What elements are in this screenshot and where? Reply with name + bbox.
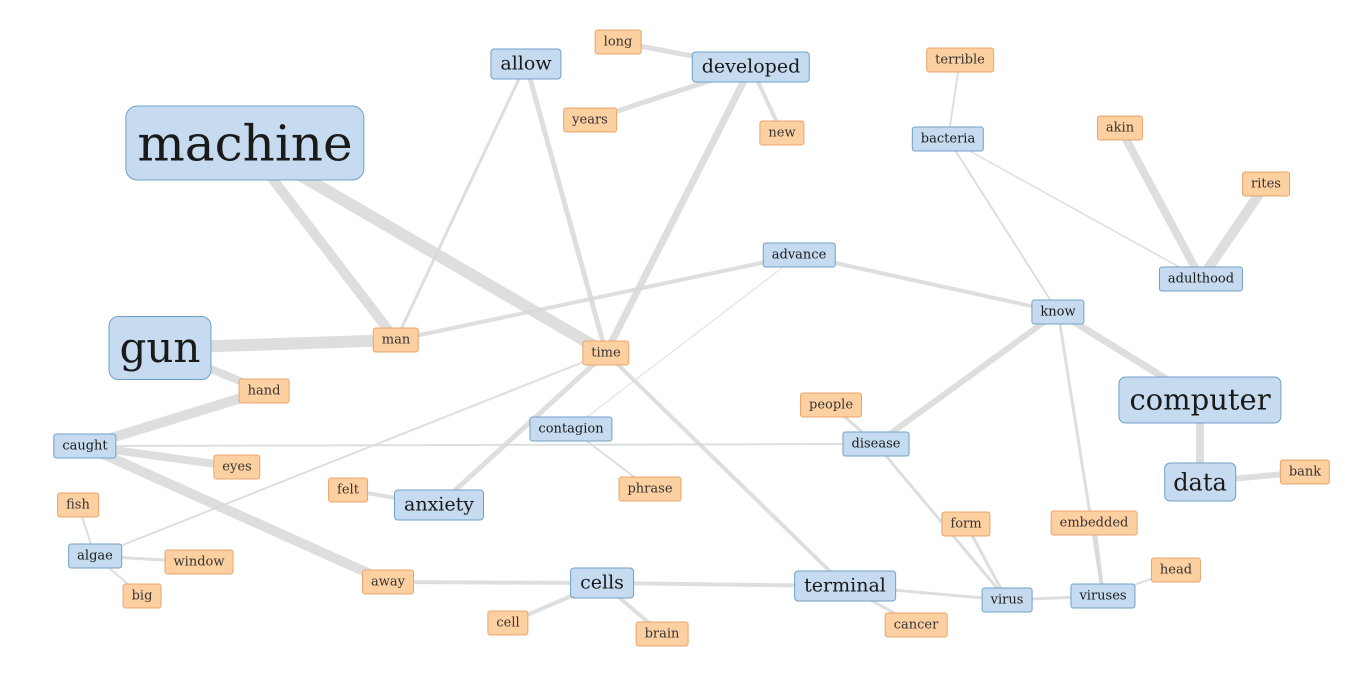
node-cell[interactable]: cell bbox=[487, 610, 529, 636]
node-viruses[interactable]: viruses bbox=[1070, 583, 1136, 609]
node-adulthood[interactable]: adulthood bbox=[1158, 266, 1244, 292]
node-new[interactable]: new bbox=[759, 120, 805, 146]
edge-bacteria-adulthood bbox=[947, 138, 1202, 280]
edge-caught-disease bbox=[84, 443, 877, 447]
node-brain[interactable]: brain bbox=[635, 621, 689, 647]
edge-virus-form bbox=[964, 523, 1009, 601]
edge-adulthood-rites bbox=[1196, 181, 1271, 282]
node-phrase[interactable]: phrase bbox=[618, 476, 682, 502]
node-people[interactable]: people bbox=[799, 392, 863, 418]
node-window[interactable]: window bbox=[164, 549, 234, 575]
node-form[interactable]: form bbox=[941, 511, 991, 537]
node-time[interactable]: time bbox=[582, 340, 630, 366]
edge-caught-away bbox=[82, 441, 391, 587]
node-contagion[interactable]: contagion bbox=[529, 416, 613, 442]
edge-advance-man bbox=[395, 253, 800, 342]
node-disease[interactable]: disease bbox=[842, 431, 910, 457]
node-embedded[interactable]: embedded bbox=[1050, 510, 1138, 536]
node-akin[interactable]: akin bbox=[1096, 115, 1144, 141]
node-long[interactable]: long bbox=[594, 29, 642, 55]
edge-bacteria-terrible bbox=[947, 59, 961, 140]
edge-advance-know bbox=[798, 253, 1059, 314]
node-gun[interactable]: gun bbox=[108, 316, 212, 380]
edge-time-terminal bbox=[604, 351, 847, 588]
node-big[interactable]: big bbox=[122, 583, 162, 609]
node-head[interactable]: head bbox=[1150, 557, 1202, 583]
node-terminal[interactable]: terminal bbox=[794, 570, 896, 602]
node-allow[interactable]: allow bbox=[490, 48, 562, 80]
node-developed[interactable]: developed bbox=[691, 51, 811, 83]
node-hand[interactable]: hand bbox=[238, 378, 290, 404]
node-virus[interactable]: virus bbox=[981, 587, 1033, 613]
edge-allow-man bbox=[394, 63, 528, 341]
edge-adulthood-akin bbox=[1116, 126, 1205, 281]
node-years[interactable]: years bbox=[563, 107, 617, 133]
node-terrible[interactable]: terrible bbox=[926, 47, 994, 73]
node-advance[interactable]: advance bbox=[762, 242, 836, 268]
node-anxiety[interactable]: anxiety bbox=[394, 489, 484, 521]
node-fish[interactable]: fish bbox=[57, 492, 99, 518]
edge-time-anxiety bbox=[437, 351, 608, 507]
node-data[interactable]: data bbox=[1164, 462, 1236, 502]
node-cells[interactable]: cells bbox=[570, 567, 634, 599]
node-bacteria[interactable]: bacteria bbox=[911, 126, 985, 152]
node-know[interactable]: know bbox=[1031, 299, 1085, 325]
node-computer[interactable]: computer bbox=[1118, 376, 1282, 424]
node-caught[interactable]: caught bbox=[53, 433, 117, 459]
node-machine[interactable]: machine bbox=[125, 105, 365, 181]
node-away[interactable]: away bbox=[362, 569, 414, 595]
edge-away-cells bbox=[387, 580, 603, 585]
node-man[interactable]: man bbox=[372, 327, 420, 353]
node-cancer[interactable]: cancer bbox=[884, 612, 948, 638]
edge-allow-time bbox=[523, 63, 609, 354]
edge-developed-time bbox=[602, 65, 755, 355]
node-rites[interactable]: rites bbox=[1242, 171, 1290, 197]
node-algae[interactable]: algae bbox=[68, 543, 122, 569]
node-felt[interactable]: felt bbox=[328, 477, 368, 503]
edge-time-algae bbox=[94, 352, 607, 557]
edge-know-disease bbox=[874, 309, 1060, 447]
node-eyes[interactable]: eyes bbox=[213, 454, 261, 480]
edge-advance-contagion bbox=[570, 254, 800, 430]
node-bank[interactable]: bank bbox=[1279, 459, 1331, 485]
edge-bacteria-know bbox=[947, 138, 1059, 313]
